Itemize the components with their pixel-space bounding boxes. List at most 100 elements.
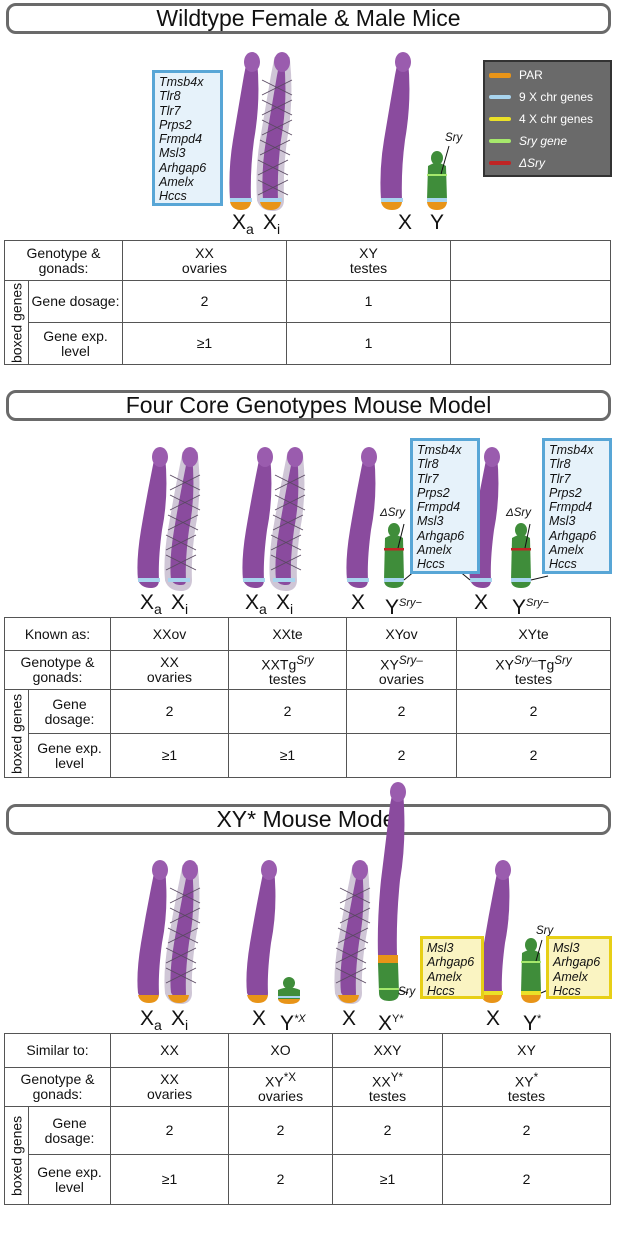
legend-item-9-genes: 9 X chr genes xyxy=(489,88,611,106)
gene-label: Tlr7 xyxy=(417,471,439,486)
y-star-chromosome xyxy=(521,938,549,1003)
legend-label: 4 X chr genes xyxy=(519,112,594,126)
panel-c-label-y-star: Y* xyxy=(523,1012,542,1035)
panel-c-label-x: X xyxy=(252,1007,267,1030)
gene-label: Amelx xyxy=(549,543,584,558)
panel-c-label-x-y-star: XY* xyxy=(378,1012,404,1035)
gene-label: Tmsb4x xyxy=(549,443,594,457)
exp-cell: 2 xyxy=(228,1154,334,1205)
gene-label: Msl3 xyxy=(553,941,580,955)
panel-c-label-y-star-x: Y*X xyxy=(280,1012,306,1035)
xi-chromosome xyxy=(164,860,201,1005)
similar-cell: XO xyxy=(228,1033,334,1068)
gene-label: Arhgap6 xyxy=(417,528,465,543)
similar-cell: XX xyxy=(110,1033,230,1068)
xa-chromosome xyxy=(242,447,273,588)
xi-chromosome xyxy=(334,860,371,1005)
genotype-cell: XY*testes xyxy=(442,1067,612,1107)
row-header: Gene exp. level xyxy=(27,1154,112,1205)
panel-b-title-box: Four Core Genotypes Mouse Model xyxy=(6,390,611,421)
gene-label: Tlr7 xyxy=(549,471,571,486)
dosage-cell: 1 xyxy=(286,280,451,323)
panel-b-gene-box-left: Tmsb4x Tlr8 Tlr7 Prps2 Frmpd4 Msl3 Arhga… xyxy=(410,438,480,574)
panel-a-label-xa: Xa xyxy=(232,211,254,238)
gene-label: Msl3 xyxy=(417,514,444,529)
dosage-row: boxed genes Gene dosage: 2 2 2 2 xyxy=(4,1106,612,1205)
gene-label: Arhgap6 xyxy=(159,160,207,175)
panel-b-title: Four Core Genotypes Mouse Model xyxy=(125,392,492,418)
panel-a-label-x: X xyxy=(398,211,413,234)
panel-b-gene-box-right: Tmsb4x Tlr8 Tlr7 Prps2 Frmpd4 Msl3 Arhga… xyxy=(542,438,612,574)
gene-label: Hccs xyxy=(427,983,455,998)
red-swatch xyxy=(489,161,511,165)
gene-label: Tlr7 xyxy=(159,103,181,118)
dosage-cell: 2 xyxy=(110,1106,230,1155)
x-chromosome xyxy=(380,52,411,210)
panel-b-label-xi: Xi xyxy=(171,591,189,618)
xi-chromosome xyxy=(256,52,293,212)
panel-c-label-x: X xyxy=(342,1007,357,1030)
dosage-cell: 2 xyxy=(122,280,287,323)
gene-label: Amelx xyxy=(417,543,452,558)
similar-cell: XY xyxy=(442,1033,612,1068)
panel-c-label-x: X xyxy=(486,1007,501,1030)
yellow-swatch xyxy=(489,117,511,121)
legend-item-4-genes: 4 X chr genes xyxy=(489,110,611,128)
gene-label: Tmsb4x xyxy=(159,75,204,89)
exp-cell: ≥1 xyxy=(110,1154,230,1205)
panel-c-label-xa: Xa xyxy=(140,1007,162,1034)
known-cell: XXov xyxy=(110,617,229,651)
exp-row: Gene exp. level ≥1 2 ≥1 2 xyxy=(5,1154,612,1205)
legend-label: ΔSry xyxy=(519,156,546,170)
row-header: Gene dosage: xyxy=(28,280,123,323)
green-swatch xyxy=(489,139,511,143)
xi-chromosome xyxy=(269,447,306,592)
dosage-cell: 2 xyxy=(228,1106,334,1155)
exp-row: Gene exp. level ≥1 ≥1 2 2 xyxy=(5,733,611,778)
gene-label: Tlr8 xyxy=(417,457,439,472)
y-chromosome xyxy=(427,145,450,210)
blue-swatch xyxy=(489,95,511,99)
gene-label: Tlr8 xyxy=(549,457,571,472)
legend: PAR 9 X chr genes 4 X chr genes Sry gene… xyxy=(483,60,612,177)
panel-b-table: Known as: XXov XXte XYov XYte Genotype &… xyxy=(4,617,611,778)
gene-label: Hccs xyxy=(159,189,187,204)
gene-label: Amelx xyxy=(553,969,588,984)
dosage-cell: 2 xyxy=(442,1106,612,1155)
gene-label: Msl3 xyxy=(159,146,186,161)
panel-b-label-xa: Xa xyxy=(140,591,162,618)
gene-label: Msl3 xyxy=(549,514,576,529)
panel-b-label-x: X xyxy=(474,591,489,614)
y-chromosome xyxy=(511,523,549,588)
gene-label: Hccs xyxy=(553,983,581,998)
panel-c-title: XY* Mouse Model xyxy=(216,806,401,832)
row-header: Genotype & gonads: xyxy=(4,650,111,690)
empty-cell xyxy=(450,280,611,323)
panel-a-title-box: Wildtype Female & Male Mice xyxy=(6,3,611,34)
gene-label: Hccs xyxy=(417,557,445,572)
panel-c-table: Similar to: XX XO XXY XY Genotype & gona… xyxy=(3,1033,612,1205)
panel-b-label-x: X xyxy=(351,591,366,614)
gene-label: Arhgap6 xyxy=(549,528,597,543)
gene-label: Tlr8 xyxy=(159,89,181,104)
panel-a-label-xi: Xi xyxy=(263,211,281,238)
genotype-cell: XXY*testes xyxy=(332,1067,444,1107)
exp-cell: 1 xyxy=(286,322,451,365)
known-cell: XYov xyxy=(346,617,457,651)
gene-label: Frmpd4 xyxy=(159,132,203,147)
gene-label: Arhgap6 xyxy=(553,955,601,970)
panel-b-dsry-annotation: ΔSry xyxy=(380,507,405,519)
gene-label: Prps2 xyxy=(159,117,192,132)
row-header: Known as: xyxy=(4,617,111,651)
panel-b-dsry-annotation: ΔSry xyxy=(506,507,531,519)
row-header: Similar to: xyxy=(3,1033,112,1068)
exp-cell: 2 xyxy=(346,733,457,778)
legend-item-par: PAR xyxy=(489,66,611,84)
